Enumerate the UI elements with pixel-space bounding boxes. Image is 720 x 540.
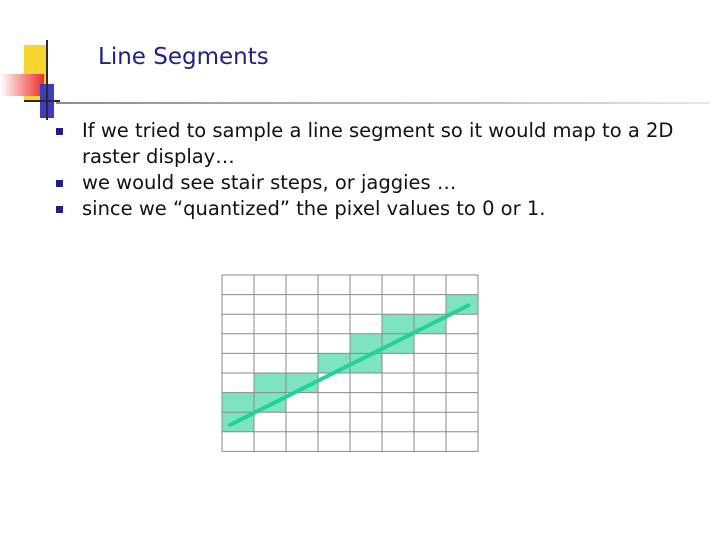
filled-pixel-cell: [446, 294, 478, 315]
bullet-text: If we tried to sample a line segment so …: [82, 119, 674, 168]
filled-pixel-cell: [254, 373, 286, 393]
bullet-item: since we “quantized” the pixel values to…: [56, 196, 706, 222]
raster-grid: [221, 274, 479, 452]
slide-title: Line Segments: [98, 44, 269, 70]
logo-vertical-line: [46, 40, 48, 120]
filled-pixel-cell: [222, 392, 254, 413]
logo-horizontal-line: [24, 100, 60, 102]
bullet-item: we would see stair steps, or jaggies …: [56, 170, 706, 196]
bullet-text: since we “quantized” the pixel values to…: [82, 197, 546, 220]
filled-pixel-cell: [382, 314, 414, 334]
bullet-square-icon: [56, 128, 63, 135]
bullet-text: we would see stair steps, or jaggies …: [82, 171, 457, 194]
raster-grid-figure: [221, 274, 479, 454]
line-segment: [228, 303, 471, 427]
bullet-square-icon: [56, 206, 63, 213]
filled-pixel-cell: [350, 353, 382, 373]
bullet-list: If we tried to sample a line segment so …: [56, 118, 706, 222]
filled-pixel-cell: [318, 353, 350, 373]
title-underline: [56, 102, 710, 104]
bullet-square-icon: [56, 180, 63, 187]
filled-pixel-cell: [286, 373, 318, 393]
bullet-item: If we tried to sample a line segment so …: [56, 118, 706, 170]
filled-pixel-cell: [350, 333, 382, 354]
logo-red-bar: [0, 74, 44, 96]
